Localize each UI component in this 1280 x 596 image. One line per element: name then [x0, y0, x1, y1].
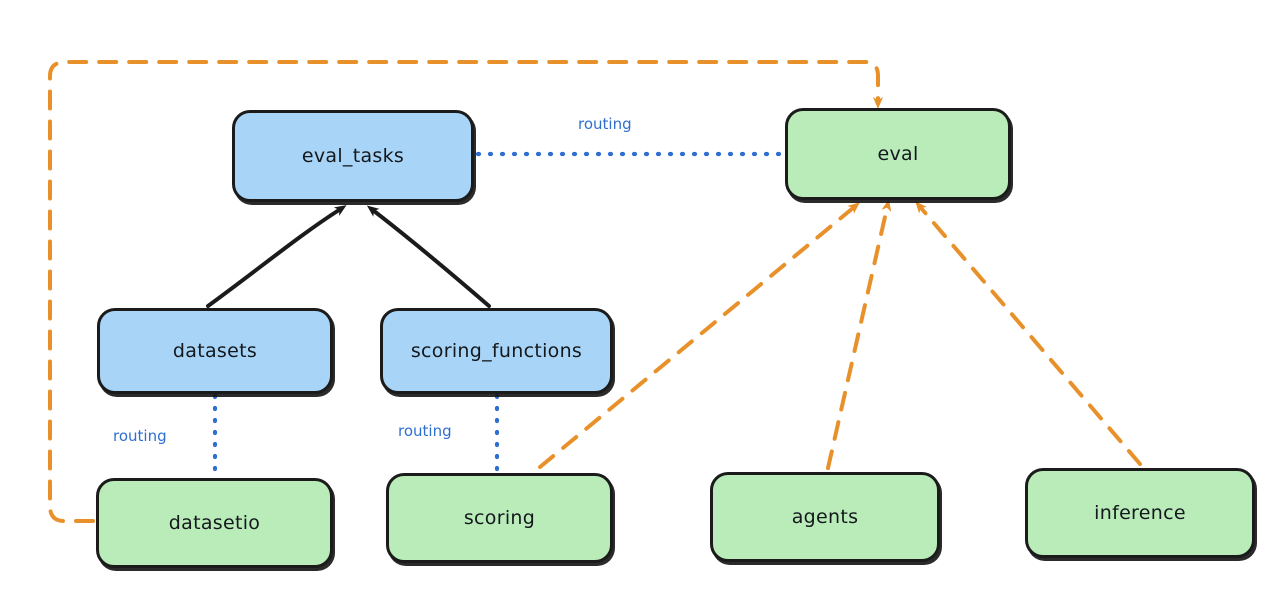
node-label: scoring [463, 507, 536, 529]
edge-label-routing-eval-tasks: routing [578, 115, 632, 133]
edge-datasetio-to-eval [48, 60, 883, 523]
node-eval-tasks[interactable]: eval_tasks [232, 110, 474, 202]
node-datasets[interactable]: datasets [97, 308, 333, 394]
node-label: eval [877, 143, 919, 165]
node-eval[interactable]: eval [785, 108, 1011, 200]
edge-scoring-to-eval [538, 202, 860, 469]
node-scoring[interactable]: scoring [386, 473, 613, 563]
node-label: inference [1094, 502, 1186, 524]
edge-label-routing-datasets: routing [113, 427, 167, 445]
edge-inference-to-eval [915, 201, 1142, 466]
node-inference[interactable]: inference [1025, 468, 1255, 558]
edge-agents-to-eval [826, 199, 892, 470]
node-label: datasetio [168, 512, 261, 534]
node-label: datasets [172, 340, 258, 362]
node-label: agents [791, 506, 859, 528]
node-datasetio[interactable]: datasetio [96, 478, 333, 568]
node-agents[interactable]: agents [710, 472, 940, 562]
node-scoring-functions[interactable]: scoring_functions [380, 308, 613, 394]
edge-datasets-to-eval-tasks [206, 205, 347, 308]
edge-label-routing-scoring-functions: routing [398, 422, 452, 440]
node-label: scoring_functions [410, 340, 583, 362]
edge-scoring-functions-to-eval-tasks [366, 205, 491, 308]
node-label: eval_tasks [301, 145, 405, 167]
